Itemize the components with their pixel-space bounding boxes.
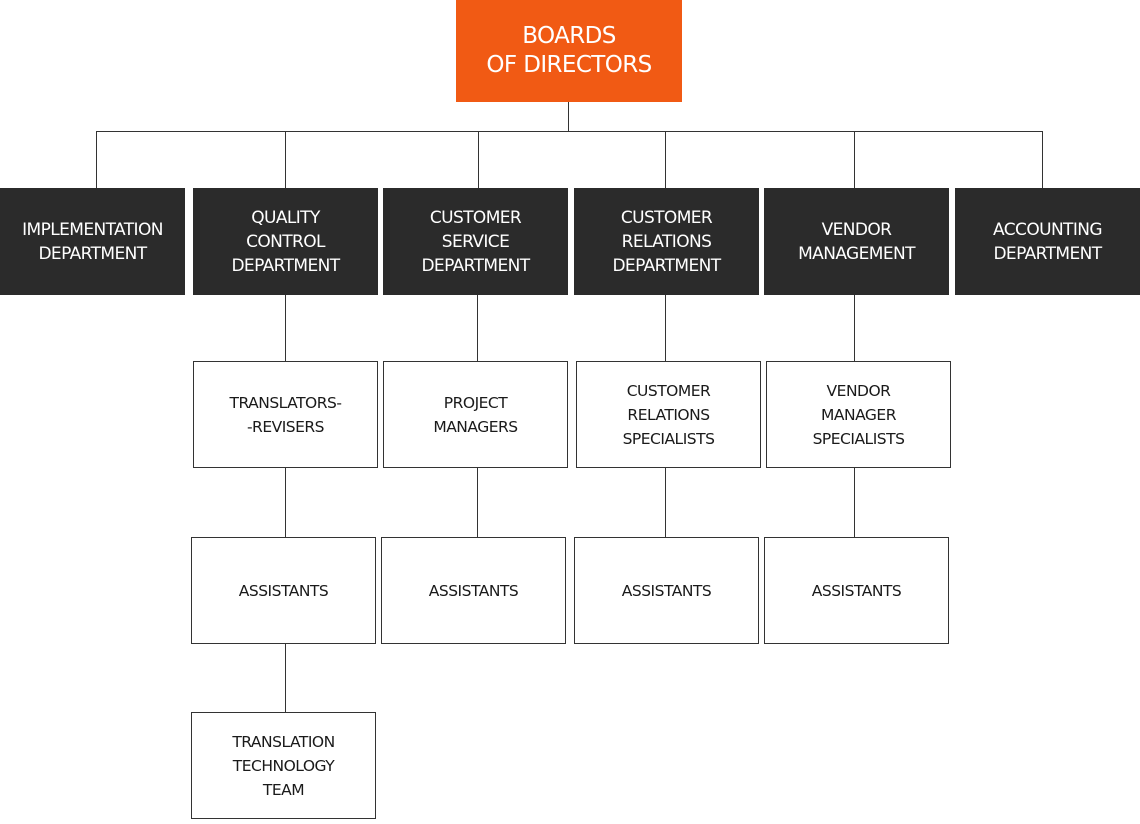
connector-vm-specialists — [854, 294, 855, 361]
customer-relations-department-box: CUSTOMER RELATIONS DEPARTMENT — [574, 188, 759, 295]
vendor-manager-specialists-label: VENDOR MANAGER SPECIALISTS — [812, 381, 905, 448]
connector-vendor-management — [854, 131, 855, 188]
connector-cr-specialists — [665, 294, 666, 361]
cs-assistants-label: ASSISTANTS — [428, 581, 519, 600]
root-connector — [568, 101, 569, 131]
cr-assistants-label: ASSISTANTS — [621, 581, 712, 600]
vendor-management-label: VENDOR MANAGEMENT — [798, 219, 915, 264]
board-of-directors-label: BOARDS OF DIRECTORS — [486, 23, 652, 78]
quality-control-department-box: QUALITY CONTROL DEPARTMENT — [193, 188, 378, 295]
accounting-department-label: ACCOUNTING DEPARTMENT — [993, 219, 1103, 264]
board-of-directors-box: BOARDS OF DIRECTORS — [456, 0, 682, 102]
connector-qc-translators — [285, 294, 286, 361]
customer-service-department-box: CUSTOMER SERVICE DEPARTMENT — [383, 188, 568, 295]
vm-assistants-box: ASSISTANTS — [764, 537, 949, 644]
connector-customer-service — [478, 131, 479, 188]
cs-assistants-box: ASSISTANTS — [381, 537, 566, 644]
customer-relations-specialists-label: CUSTOMER RELATIONS SPECIALISTS — [622, 381, 715, 448]
vm-assistants-label: ASSISTANTS — [811, 581, 902, 600]
connector-cs-project-managers — [477, 294, 478, 361]
implementation-department-label: IMPLEMENTATION DEPARTMENT — [22, 219, 163, 264]
quality-control-department-label: QUALITY CONTROL DEPARTMENT — [231, 207, 340, 276]
connector-qc-assistants — [285, 467, 286, 537]
translators-revisers-label: TRANSLATORS- -REVISERS — [229, 393, 342, 436]
qc-assistants-box: ASSISTANTS — [191, 537, 376, 644]
translation-technology-team-box: TRANSLATION TECHNOLOGY TEAM — [191, 712, 376, 819]
project-managers-label: PROJECT MANAGERS — [433, 393, 518, 436]
connector-vm-assistants — [854, 467, 855, 537]
connector-accounting — [1042, 131, 1043, 188]
translation-technology-team-label: TRANSLATION TECHNOLOGY TEAM — [232, 732, 335, 799]
vendor-manager-specialists-box: VENDOR MANAGER SPECIALISTS — [766, 361, 951, 468]
project-managers-box: PROJECT MANAGERS — [383, 361, 568, 468]
connector-customer-relations — [665, 131, 666, 188]
cr-assistants-box: ASSISTANTS — [574, 537, 759, 644]
vendor-management-box: VENDOR MANAGEMENT — [764, 188, 949, 295]
qc-assistants-label: ASSISTANTS — [238, 581, 329, 600]
connector-cs-assistants — [477, 467, 478, 537]
implementation-department-box: IMPLEMENTATION DEPARTMENT — [0, 188, 185, 295]
connector-implementation — [96, 131, 97, 188]
connector-cr-assistants — [665, 467, 666, 537]
connector-qc-tech-team — [285, 643, 286, 712]
department-bus-line — [96, 131, 1043, 132]
connector-quality-control — [285, 131, 286, 188]
translators-revisers-box: TRANSLATORS- -REVISERS — [193, 361, 378, 468]
customer-service-department-label: CUSTOMER SERVICE DEPARTMENT — [421, 207, 530, 276]
accounting-department-box: ACCOUNTING DEPARTMENT — [955, 188, 1140, 295]
customer-relations-department-label: CUSTOMER RELATIONS DEPARTMENT — [612, 207, 721, 276]
customer-relations-specialists-box: CUSTOMER RELATIONS SPECIALISTS — [576, 361, 761, 468]
